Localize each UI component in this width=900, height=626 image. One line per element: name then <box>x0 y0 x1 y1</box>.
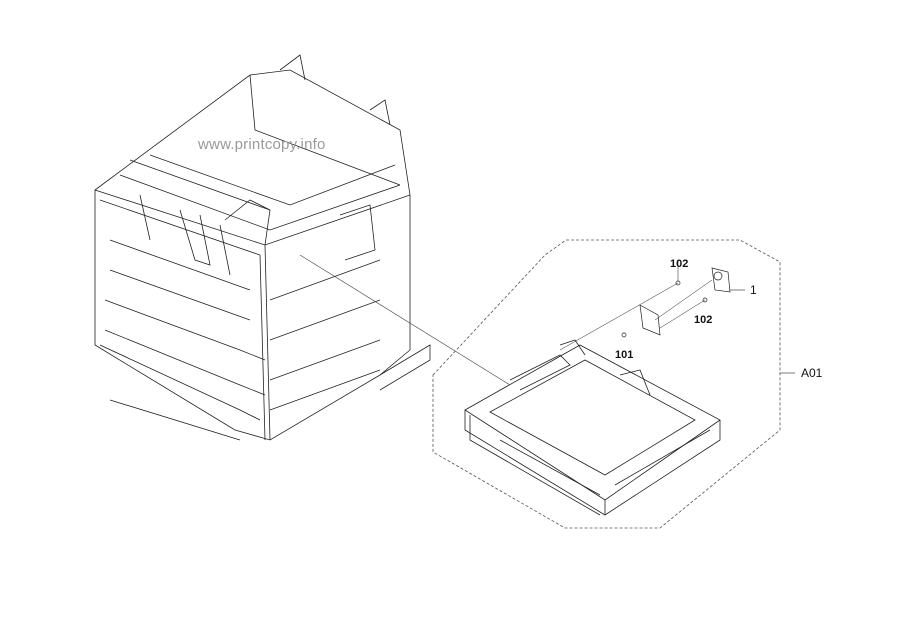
callout-102-right: 102 <box>694 314 713 326</box>
leader-line <box>299 254 511 386</box>
callout-1: 1 <box>750 283 757 297</box>
assembly-boundary <box>432 239 781 529</box>
motor-bracket-drawing <box>559 260 795 374</box>
callout-101: 101 <box>615 349 634 361</box>
main-frame-drawing <box>94 54 431 441</box>
watermark: www.printcopy.info <box>198 136 326 153</box>
callout-102-top: 102 <box>670 258 689 270</box>
transfer-belt-unit-drawing <box>464 339 721 516</box>
callout-a01: A01 <box>801 366 823 380</box>
